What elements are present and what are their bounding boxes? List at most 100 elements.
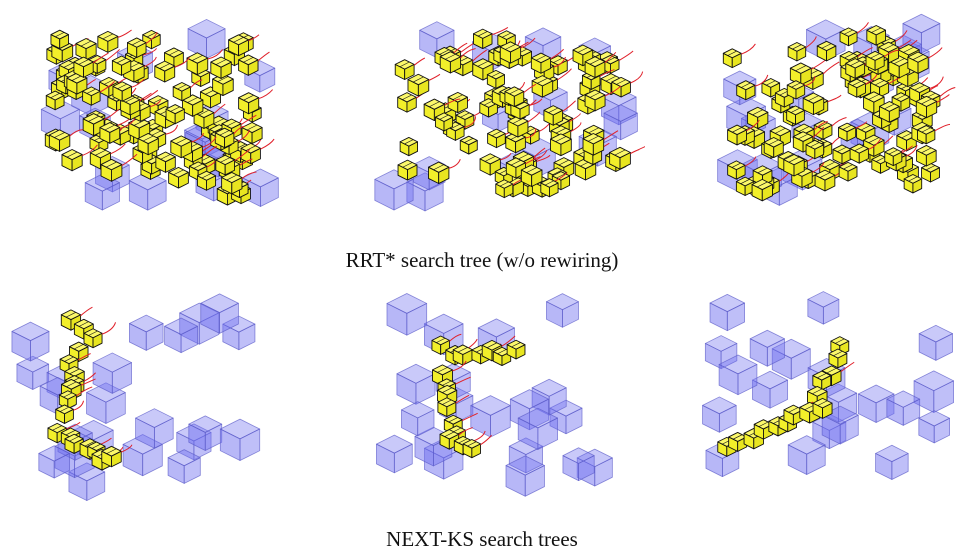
obstacle-box [376,434,413,474]
tree-node [727,160,746,180]
tree-edge [754,74,769,87]
tree-node [799,401,820,424]
obstacle-box [531,378,567,416]
tree-node [838,122,857,142]
tree-edge [458,427,473,436]
obstacle-box [188,415,223,451]
tree-edge [234,148,251,162]
rrt-panel-1 [40,19,279,211]
tree-node [462,439,481,459]
tree-edge [213,103,226,114]
obstacle-box [122,434,163,477]
tree-node [155,151,176,173]
tree-node [238,54,259,76]
tree-node [847,78,866,98]
tree-edge [145,31,158,44]
tree-edge [855,121,868,129]
tree-node [839,27,858,47]
obstacle-box [164,317,198,354]
tree-node [582,133,605,156]
tree-edge [898,39,912,49]
tree-edge [83,372,96,382]
tree-edge [929,76,944,90]
tree-edge [76,386,93,397]
tree-edge [553,56,566,68]
tree-edge [525,156,541,165]
tree-edge [827,94,842,103]
tree-node [127,37,147,58]
tree-node [530,52,552,74]
tree-edge [536,154,551,162]
tree-edge [191,132,204,143]
tree-node [916,145,937,167]
tree-edge [901,145,913,154]
tree-node [763,137,784,158]
obstacle-box [918,410,950,444]
obstacle-box [396,363,436,405]
tree-node [787,42,807,62]
tree-edge [746,119,760,132]
tree-node [849,143,869,164]
tree-edge [202,136,217,148]
tree-node [584,56,606,79]
tree-edge [525,127,537,139]
rrt-star-caption: RRT* search tree (w/o rewiring) [345,248,619,272]
tree-edge [501,335,516,347]
tree-edge [895,30,908,42]
tree-node [486,69,505,89]
obstacle-box [886,390,921,426]
tree-node [507,115,529,138]
tree-edge [813,120,828,131]
tree-edge [527,111,541,123]
obstacle-box [86,382,126,424]
tree-edge [480,434,492,446]
tree-node [48,129,71,152]
tree-node [743,427,764,450]
tree-node [540,178,559,198]
tree-edge [143,89,159,101]
tree-node [783,154,805,177]
obstacle-box [913,370,954,413]
tree-node [50,29,69,50]
tree-node [61,149,83,172]
obstacle-box [517,407,558,450]
tree-edge [604,85,622,97]
tree-edge [741,43,756,55]
tree-edge [822,61,840,75]
obstacle-box [222,315,256,351]
tree-node [434,112,454,132]
tree-edge [428,73,441,81]
tree-node [921,162,940,183]
tree-edge [520,37,536,49]
tree-edge [77,353,91,361]
tree-node [75,38,97,61]
tree-node [504,86,525,108]
search-tree [394,27,645,199]
tree-edge [562,100,576,112]
obstacle-box [787,435,826,475]
tree-edge [927,47,943,59]
tree-node [866,25,887,46]
tree-edge [103,108,119,121]
tree-edge [883,49,899,58]
tree-node [884,147,903,167]
tree-node [241,122,263,145]
tree-node [99,122,121,144]
tree-node [479,98,498,118]
tree-node [101,445,122,468]
obstacles [376,293,613,497]
tree-edge [165,124,178,135]
tree-node [865,50,885,71]
tree-edge [630,146,645,154]
tree-edge [599,69,615,77]
tree-node [520,164,543,187]
tree-node [736,80,756,101]
tree-edge [143,56,157,68]
tree-edge [101,322,116,335]
tree-node [82,113,105,137]
tree-node [154,60,176,83]
obstacle-box [38,445,70,479]
tree-edge [121,153,138,167]
tree-edge [461,412,478,422]
tree-edge [604,51,617,64]
